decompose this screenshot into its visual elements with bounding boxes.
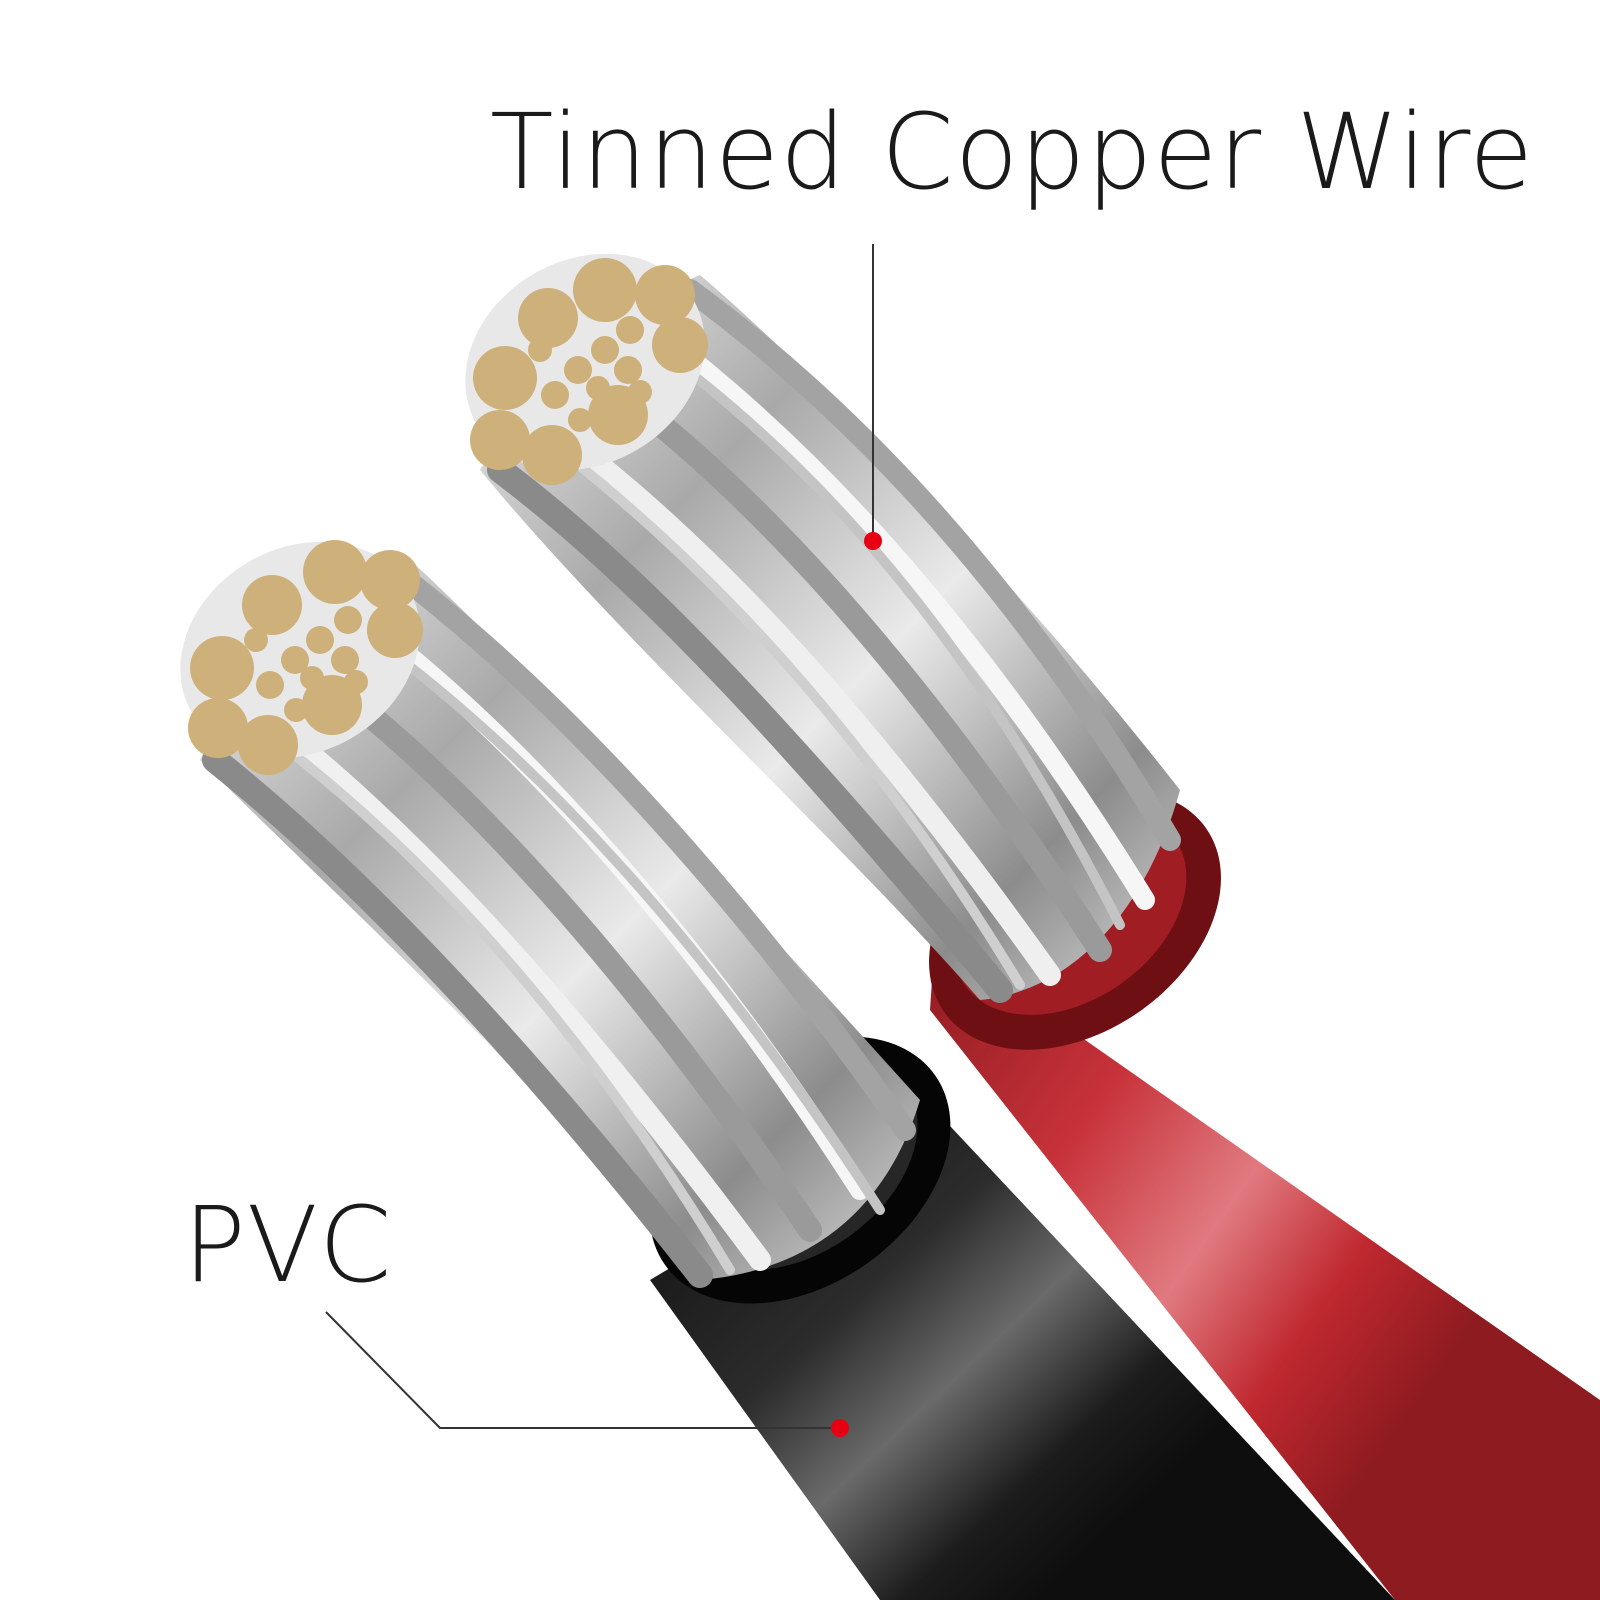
tinned-copper-wire-label: Tinned Copper Wire	[490, 91, 1535, 213]
black-copper-face	[180, 540, 423, 775]
red-cable	[465, 253, 1600, 1600]
black-cable	[180, 540, 1395, 1600]
red-copper-face	[465, 253, 708, 485]
pvc-leader-line	[325, 1311, 840, 1429]
pvc-marker-dot-icon	[831, 1419, 849, 1437]
black-twisted-strands	[202, 564, 916, 1288]
red-insulation-jacket	[930, 935, 1600, 1600]
copper-marker-dot-icon	[864, 532, 882, 550]
pvc-label: PVC	[183, 1184, 393, 1306]
